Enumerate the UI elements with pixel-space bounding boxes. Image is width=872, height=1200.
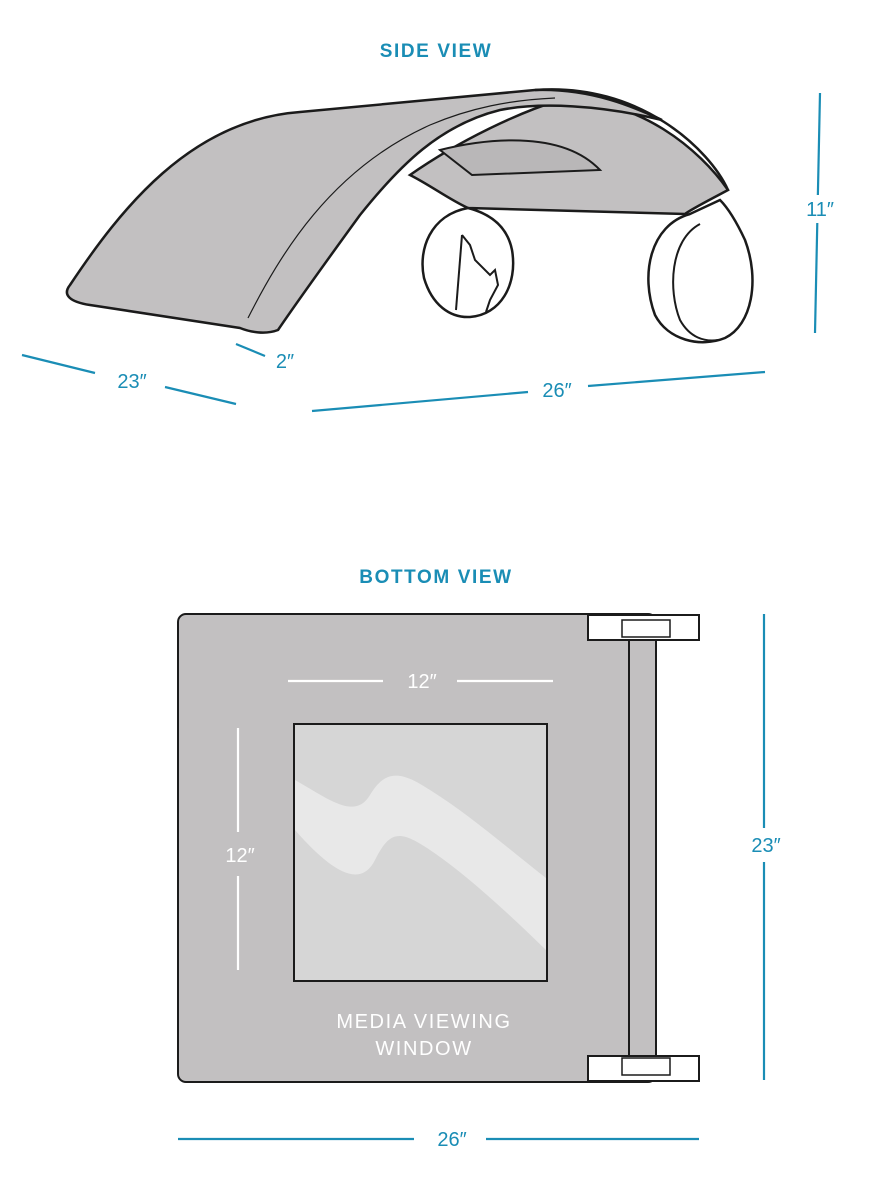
- window-height-label: 12″: [225, 845, 254, 867]
- top-wheel-bottom-view: [587, 614, 700, 641]
- bottom-view: BOTTOM VIEW 12″ 12″ MEDIA VIEWING WINDOW: [177, 567, 781, 1151]
- bottom-length-label: 26″: [437, 1129, 466, 1151]
- side-view: SIDE VIEW 11″ 2″ 23″: [21, 41, 836, 413]
- right-wheel: [647, 198, 754, 344]
- window-caption-line2: WINDOW: [375, 1038, 472, 1060]
- window-width-label: 12″: [407, 671, 436, 693]
- bottom-view-title: BOTTOM VIEW: [359, 567, 512, 588]
- axle-bar: [628, 639, 657, 1059]
- side-length-label: 26″: [542, 380, 571, 402]
- arch-thickness-line: [247, 97, 556, 319]
- window-glare: [295, 775, 546, 950]
- side-depth-dimension-line-b: [164, 385, 237, 406]
- left-wheel: [421, 206, 515, 319]
- side-length-dimension-line-b: [587, 370, 766, 388]
- arch-top-edge: [534, 88, 730, 191]
- window-caption-line1: MEDIA VIEWING: [336, 1011, 511, 1033]
- side-thickness-dimension-line: [235, 342, 266, 358]
- side-length-dimension-line-a: [311, 390, 529, 413]
- side-height-label: 11″: [806, 199, 834, 221]
- side-view-title: SIDE VIEW: [380, 41, 493, 62]
- arch-body: [65, 88, 663, 334]
- bottom-depth-label: 23″: [751, 835, 780, 857]
- bottom-wheel-bottom-view: [587, 1055, 700, 1082]
- side-depth-label: 23″: [117, 371, 146, 393]
- side-depth-dimension-line-a: [21, 353, 96, 375]
- side-thickness-label: 2″: [276, 351, 294, 373]
- arch-inner-window: [437, 139, 603, 177]
